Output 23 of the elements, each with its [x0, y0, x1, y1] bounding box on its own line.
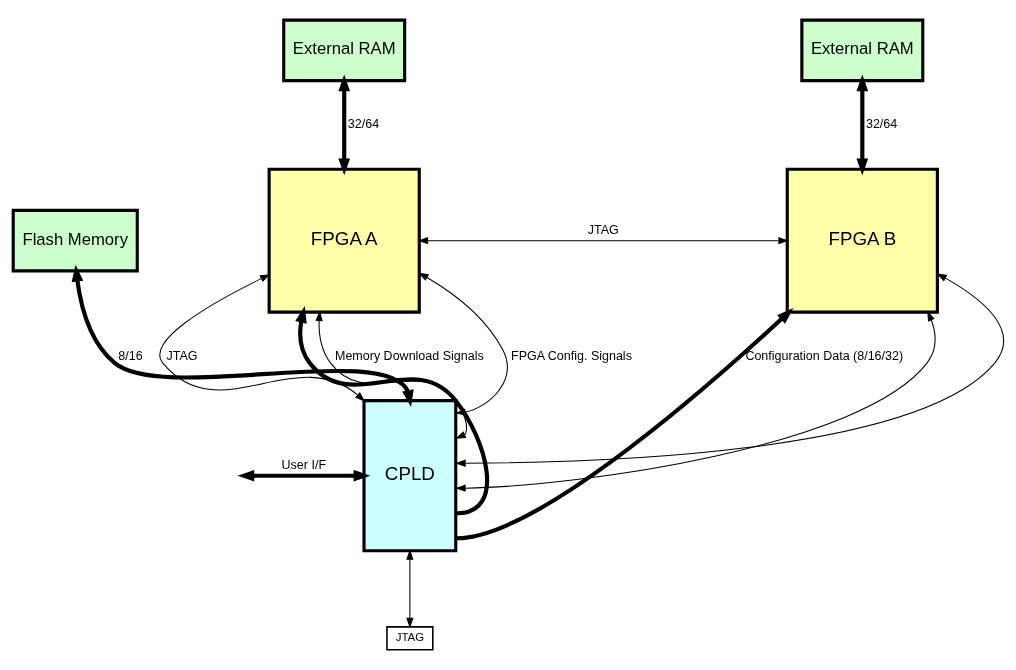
arrow [71, 264, 414, 407]
edge-label: 8/16 [117, 348, 143, 363]
node-box: CPLD [361, 399, 457, 553]
edge-label: Memory Download Signals [334, 348, 484, 363]
node-box: Flash Memory [11, 208, 139, 273]
arrow [159, 274, 365, 402]
edge-label: 32/64 [347, 117, 379, 132]
edge-label: 32/64 [865, 117, 897, 132]
edge-label: Configuration Data (8/16/32) [744, 348, 903, 363]
node-box: FPGA B [785, 167, 939, 314]
edge-label: FPGA Config. Signals [510, 348, 632, 363]
edge-label: User I/F [281, 458, 326, 473]
edge-label: JTAG [587, 222, 619, 237]
arrow [417, 237, 789, 245]
edge-label: JTAG [166, 348, 198, 363]
node-box: JTAG [385, 626, 434, 651]
arrow [337, 74, 350, 176]
node-box: External RAM [281, 18, 406, 83]
arrow [405, 549, 414, 629]
node-box: External RAM [799, 18, 924, 83]
arrow [855, 74, 868, 176]
node-box: FPGA A [267, 167, 421, 314]
arrow [237, 469, 370, 482]
